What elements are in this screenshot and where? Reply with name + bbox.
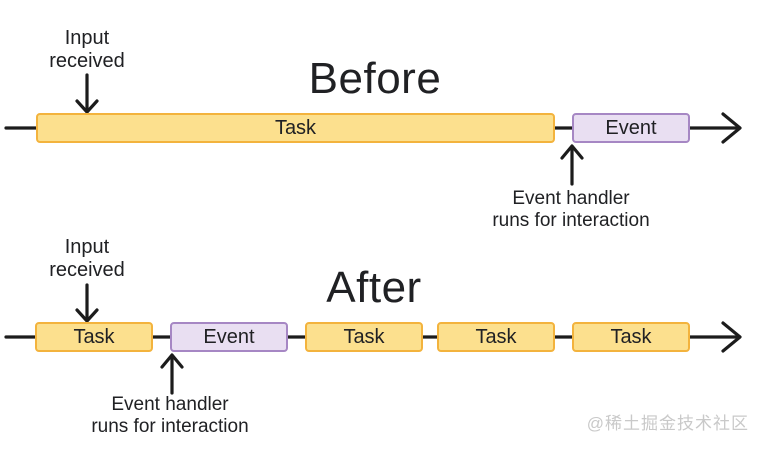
after-handler-up-arrow-icon <box>160 353 184 395</box>
after-input-received-label: Input received <box>49 236 125 281</box>
after-event-handler-label: Event handler runs for interaction <box>91 394 249 437</box>
after-timeline-right-arrow-icon <box>688 321 742 353</box>
watermark: @稀土掘金技术社区 <box>586 414 749 433</box>
after-task-box-4: Task <box>572 322 690 352</box>
before-handler-up-arrow-icon <box>560 144 584 186</box>
after-task-label-3: Task <box>475 325 517 348</box>
after-task-label-1: Task <box>73 325 115 348</box>
after-task-box-1: Task <box>35 322 153 352</box>
after-event-label: Event <box>203 325 255 348</box>
before-task-box: Task <box>36 113 555 143</box>
before-event-box: Event <box>572 113 690 143</box>
after-task-label-4: Task <box>610 325 652 348</box>
after-task-box-2: Task <box>305 322 423 352</box>
before-input-received-label: Input received <box>49 27 125 72</box>
before-event-handler-label: Event handler runs for interaction <box>492 188 650 231</box>
after-event-box: Event <box>170 322 288 352</box>
after-task-label-2: Task <box>343 325 385 348</box>
after-title: After <box>326 263 422 312</box>
before-timeline-right-arrow-icon <box>688 112 742 144</box>
after-input-down-arrow-icon <box>75 283 99 323</box>
after-task-box-3: Task <box>437 322 555 352</box>
before-task-label: Task <box>274 116 317 139</box>
before-title: Before <box>308 54 442 103</box>
before-event-label: Event <box>605 116 657 139</box>
before-input-down-arrow-icon <box>75 73 99 114</box>
